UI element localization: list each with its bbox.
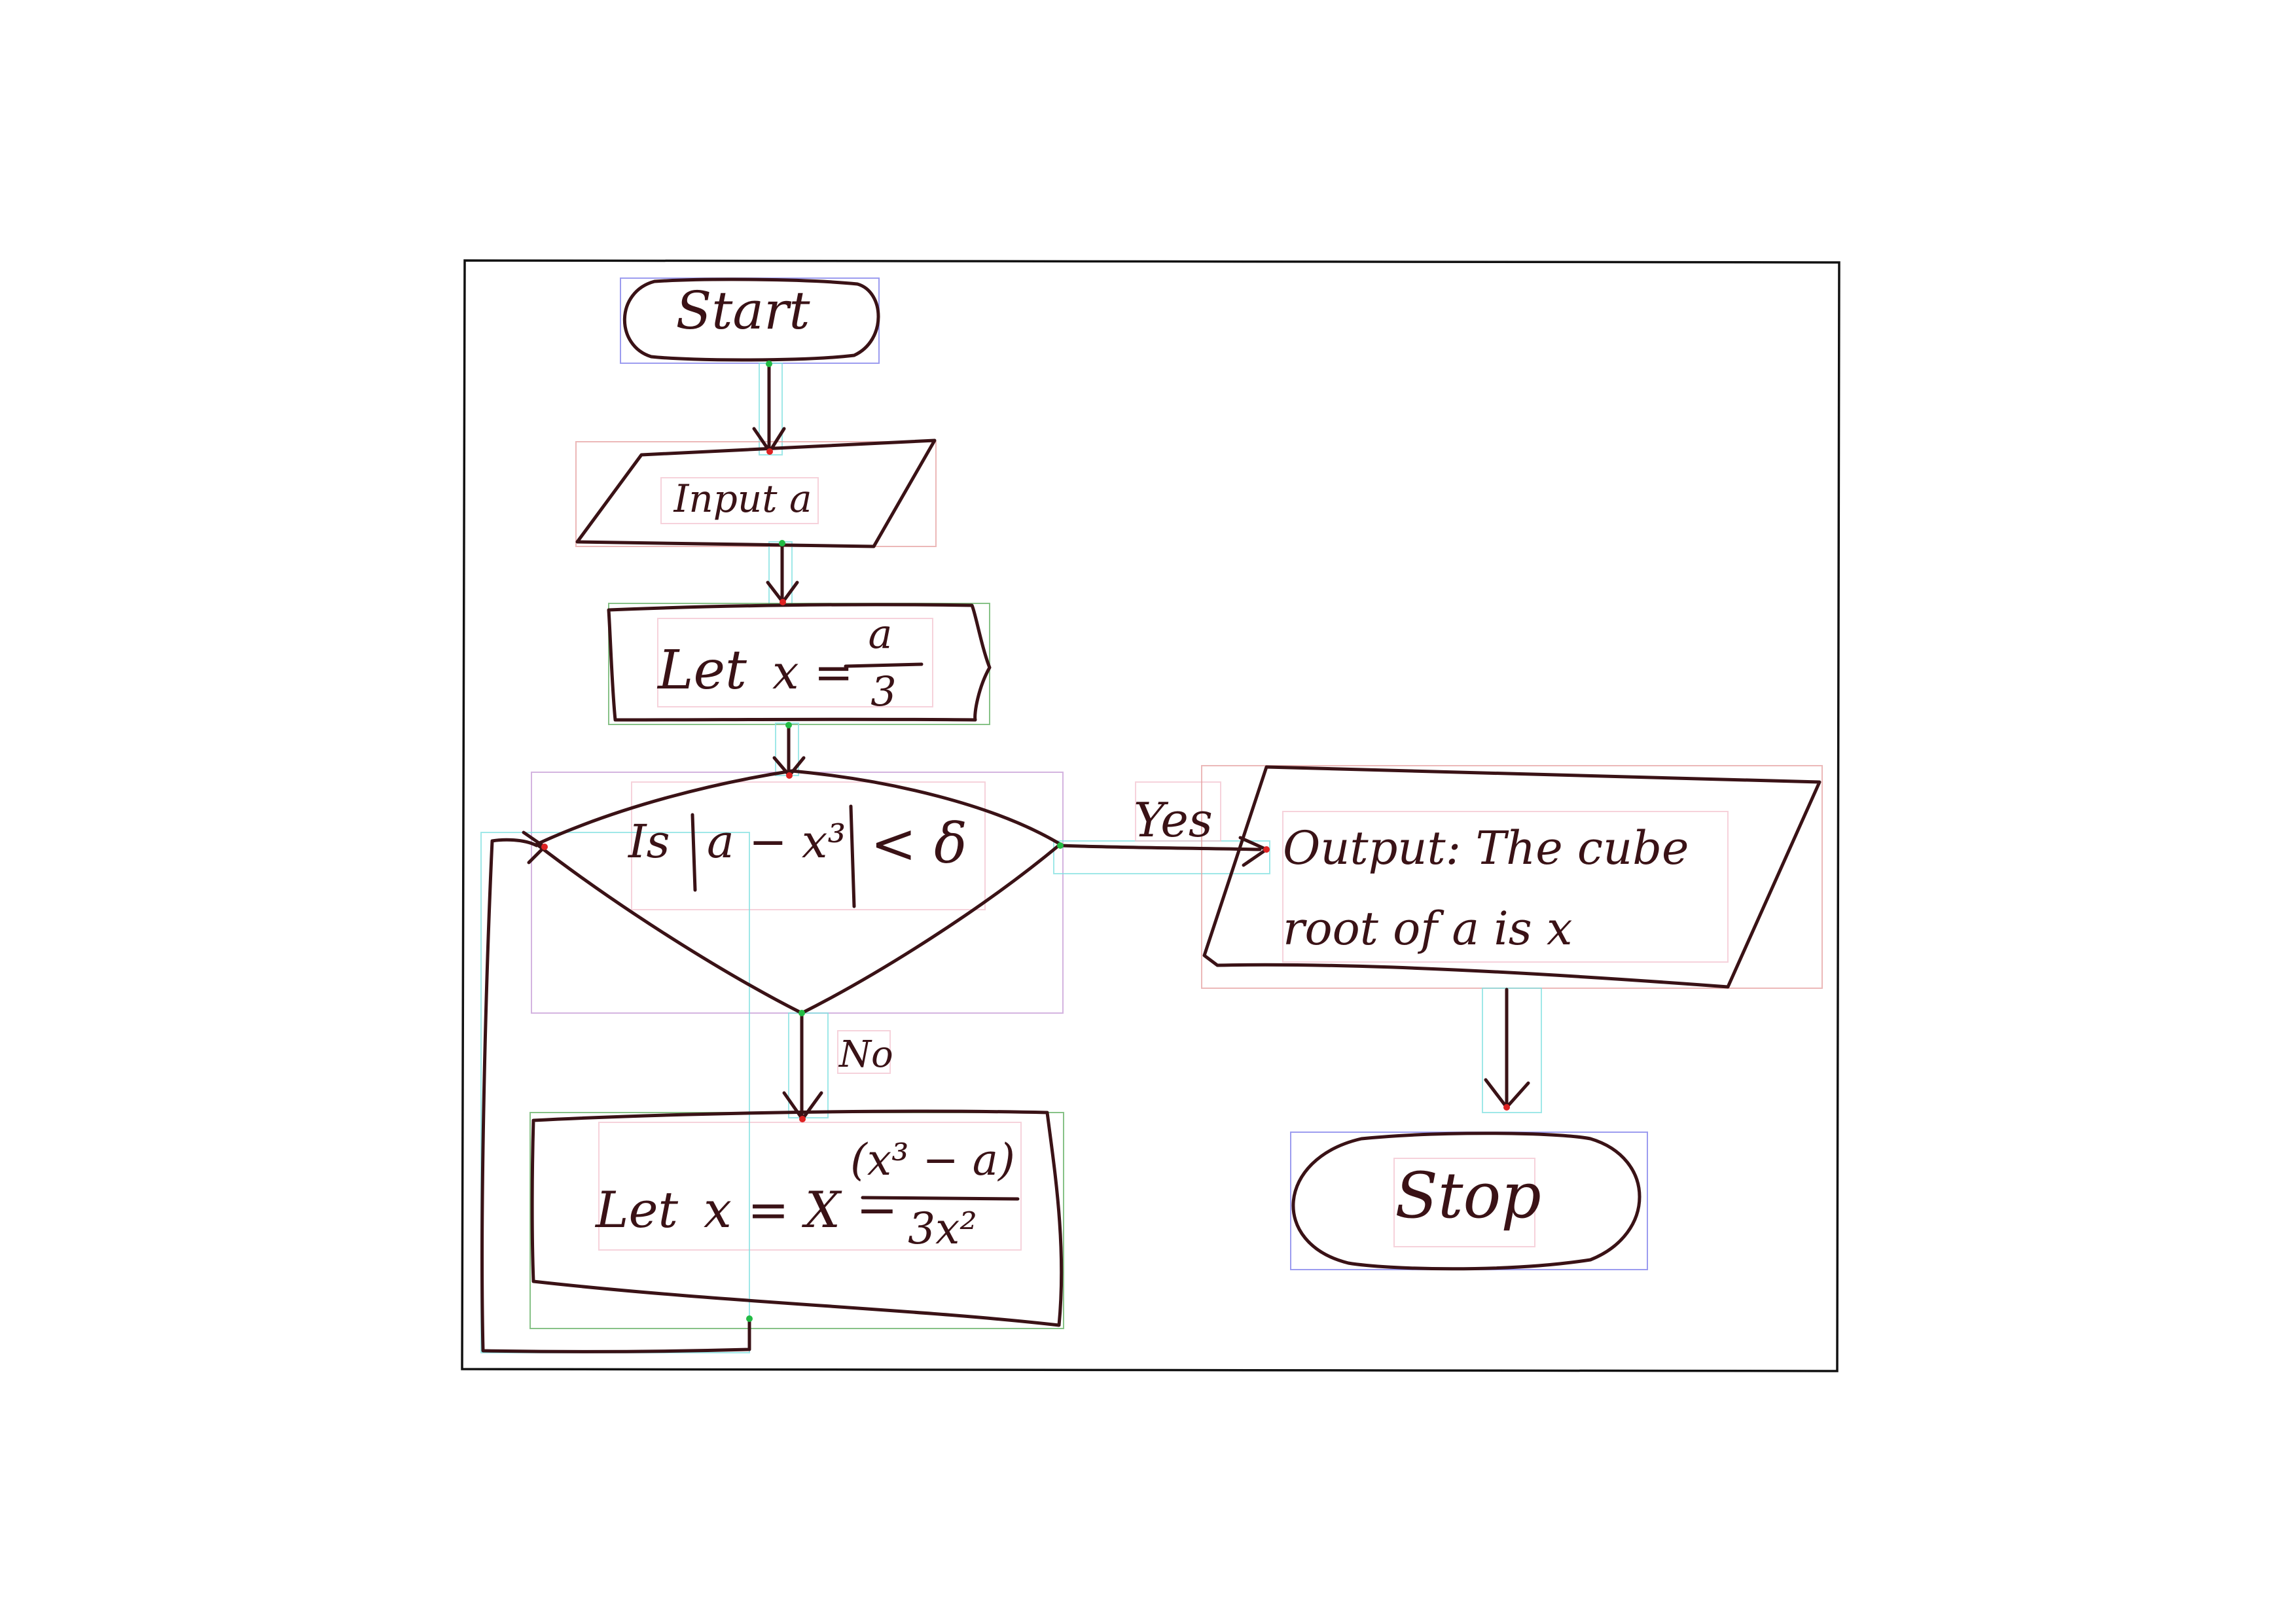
yes-branch-label: Yes — [1134, 793, 1213, 847]
input-label: Input a — [673, 476, 812, 521]
stop-label: Stop — [1395, 1159, 1541, 1232]
start-terminal-shape — [622, 277, 880, 362]
bbox-input-text — [660, 477, 819, 524]
update-process-shape — [530, 1109, 1064, 1327]
output-shape — [1202, 765, 1821, 989]
update-process-text: Let x = X − (x³ − a) 3x² — [594, 1135, 1020, 1254]
arrow-start-to-input — [752, 361, 786, 454]
init-process-text: Let x = a 3 — [656, 610, 924, 715]
bbox-stop-text — [1393, 1158, 1535, 1247]
bbox-update-text — [598, 1122, 1022, 1251]
stop-terminal-shape — [1291, 1132, 1641, 1271]
arrow-output-to-stop — [1484, 988, 1530, 1109]
init-let-label: Let — [656, 639, 747, 702]
bbox-arrow-output-stop — [1482, 988, 1542, 1113]
init-x-eq: x = — [772, 645, 853, 700]
update-let-label: Let — [594, 1181, 678, 1239]
abs-bar-left — [691, 813, 697, 892]
update-fraction-numerator: (x³ − a) — [850, 1135, 1015, 1185]
bbox-no-label — [837, 1030, 891, 1074]
no-branch-label: No — [838, 1033, 893, 1076]
decision-text: Is a − x³ < δ — [627, 804, 967, 908]
decision-less-than-delta: < δ — [870, 812, 967, 876]
connector-endpoint-markers — [541, 361, 1510, 1322]
page-frame — [461, 259, 1840, 1372]
arrow-input-to-init — [766, 541, 799, 604]
bbox-output-text — [1282, 811, 1729, 963]
bbox-decision-text — [631, 781, 986, 910]
bbox-yes-label — [1135, 781, 1221, 842]
decision-expression: a − x³ — [707, 815, 846, 868]
arrow-init-to-decision — [772, 723, 806, 777]
init-process-shape — [607, 603, 992, 722]
abs-bar-right — [849, 804, 856, 908]
update-x-eq: x = X − — [704, 1181, 898, 1239]
input-shape — [575, 438, 937, 548]
bbox-init-text — [657, 618, 933, 707]
output-line-1: Output: The cube — [1283, 821, 1689, 875]
start-label: Start — [675, 280, 810, 341]
init-fraction-numerator: a — [869, 610, 893, 658]
update-fraction-bar — [861, 1196, 1020, 1201]
decision-is-label: Is — [627, 815, 670, 868]
arrow-no-to-update — [782, 1011, 823, 1121]
bbox-arrow-no — [788, 1012, 829, 1118]
init-fraction-denominator: 3 — [870, 668, 896, 715]
init-fraction-bar — [844, 662, 924, 668]
update-fraction-denominator: 3x² — [908, 1204, 977, 1254]
bbox-loop-arrow — [480, 832, 750, 1353]
output-line-2: root of a is x — [1283, 902, 1572, 955]
decision-shape — [535, 769, 1062, 1015]
bbox-input — [575, 441, 937, 547]
